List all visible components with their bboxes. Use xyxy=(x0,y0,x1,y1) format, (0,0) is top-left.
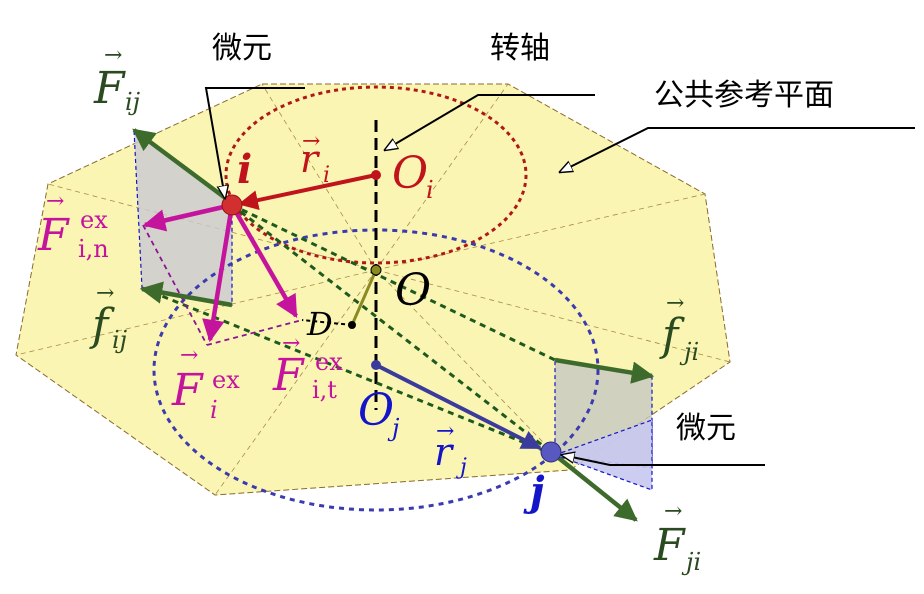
pointer-lines xyxy=(204,87,915,466)
F-it-arrow xyxy=(230,203,298,318)
F-in-arrow xyxy=(142,202,233,232)
label-F-i-sup: ex xyxy=(212,366,240,394)
vec-f-ji: → xyxy=(666,291,684,316)
vec-F-ji: → xyxy=(664,499,682,524)
label-f-ij-sub: ij xyxy=(112,326,128,354)
label-F-ji-sub: ji xyxy=(681,548,701,576)
label-F-in-sub: i,n xyxy=(78,235,109,263)
point-D xyxy=(348,321,356,329)
magenta-guides xyxy=(142,224,303,346)
vec-f-ij: → xyxy=(96,281,114,306)
label-F-ij: F xyxy=(93,63,126,114)
label-r-i: r xyxy=(300,137,321,181)
label-F-ji: F xyxy=(653,520,686,571)
label-F-it-sup: ex xyxy=(315,348,343,376)
label-O-i: O xyxy=(392,148,428,199)
pointer-element-top xyxy=(204,87,305,198)
label-O-j: O xyxy=(358,385,394,436)
label-F-i-sub: i xyxy=(210,396,218,424)
point-O xyxy=(370,264,382,276)
force-parallelogram-j-lower xyxy=(553,419,653,491)
plane-radials xyxy=(15,83,731,496)
pointer-axis xyxy=(385,94,595,150)
F-ji-arrow xyxy=(553,453,638,522)
d-segment xyxy=(301,319,353,326)
label-f-ji-sub: ji xyxy=(679,338,699,366)
label-O-i-sub: i xyxy=(426,176,434,204)
vec-F-it: → xyxy=(282,331,300,356)
label-F-in: F xyxy=(37,210,70,261)
connection-lines xyxy=(141,203,556,457)
f-ji-arrow xyxy=(554,357,655,384)
particle-j xyxy=(540,441,562,463)
label-F-i: F xyxy=(171,365,204,416)
pointer-element-bottom xyxy=(562,455,765,466)
label-i: i xyxy=(237,146,252,193)
label-F-ij-sub: ij xyxy=(125,88,141,116)
F-ij-arrow xyxy=(132,128,234,205)
vec-r-i: → xyxy=(302,129,320,154)
vec-F-in: → xyxy=(46,189,64,214)
label-element-bottom: 微元 xyxy=(676,411,736,446)
r-j-arrow xyxy=(375,363,542,450)
label-r-i-sub: i xyxy=(323,163,330,188)
orbit-circle-i xyxy=(224,85,528,265)
label-axis: 转轴 xyxy=(490,31,550,66)
F-i-arrow xyxy=(202,204,235,343)
od-segment xyxy=(350,269,378,326)
vec-r-j: → xyxy=(436,419,454,444)
label-r-j: r xyxy=(434,430,455,474)
label-j: j xyxy=(523,468,545,515)
point-Oj xyxy=(371,360,381,370)
label-O: O xyxy=(395,265,431,316)
point-Oi xyxy=(371,170,381,180)
label-F-it: F xyxy=(272,350,305,401)
pointer-plane xyxy=(560,127,915,172)
label-F-it-sub: i,t xyxy=(312,376,337,404)
r-i-arrow xyxy=(238,173,377,211)
label-element-top: 微元 xyxy=(212,31,272,66)
label-F-in-sup: ex xyxy=(80,206,108,234)
vec-F-i: → xyxy=(180,343,198,368)
label-plane: 公共参考平面 xyxy=(654,78,834,113)
vec-F-ij: → xyxy=(104,43,122,68)
label-D: D xyxy=(306,305,333,343)
